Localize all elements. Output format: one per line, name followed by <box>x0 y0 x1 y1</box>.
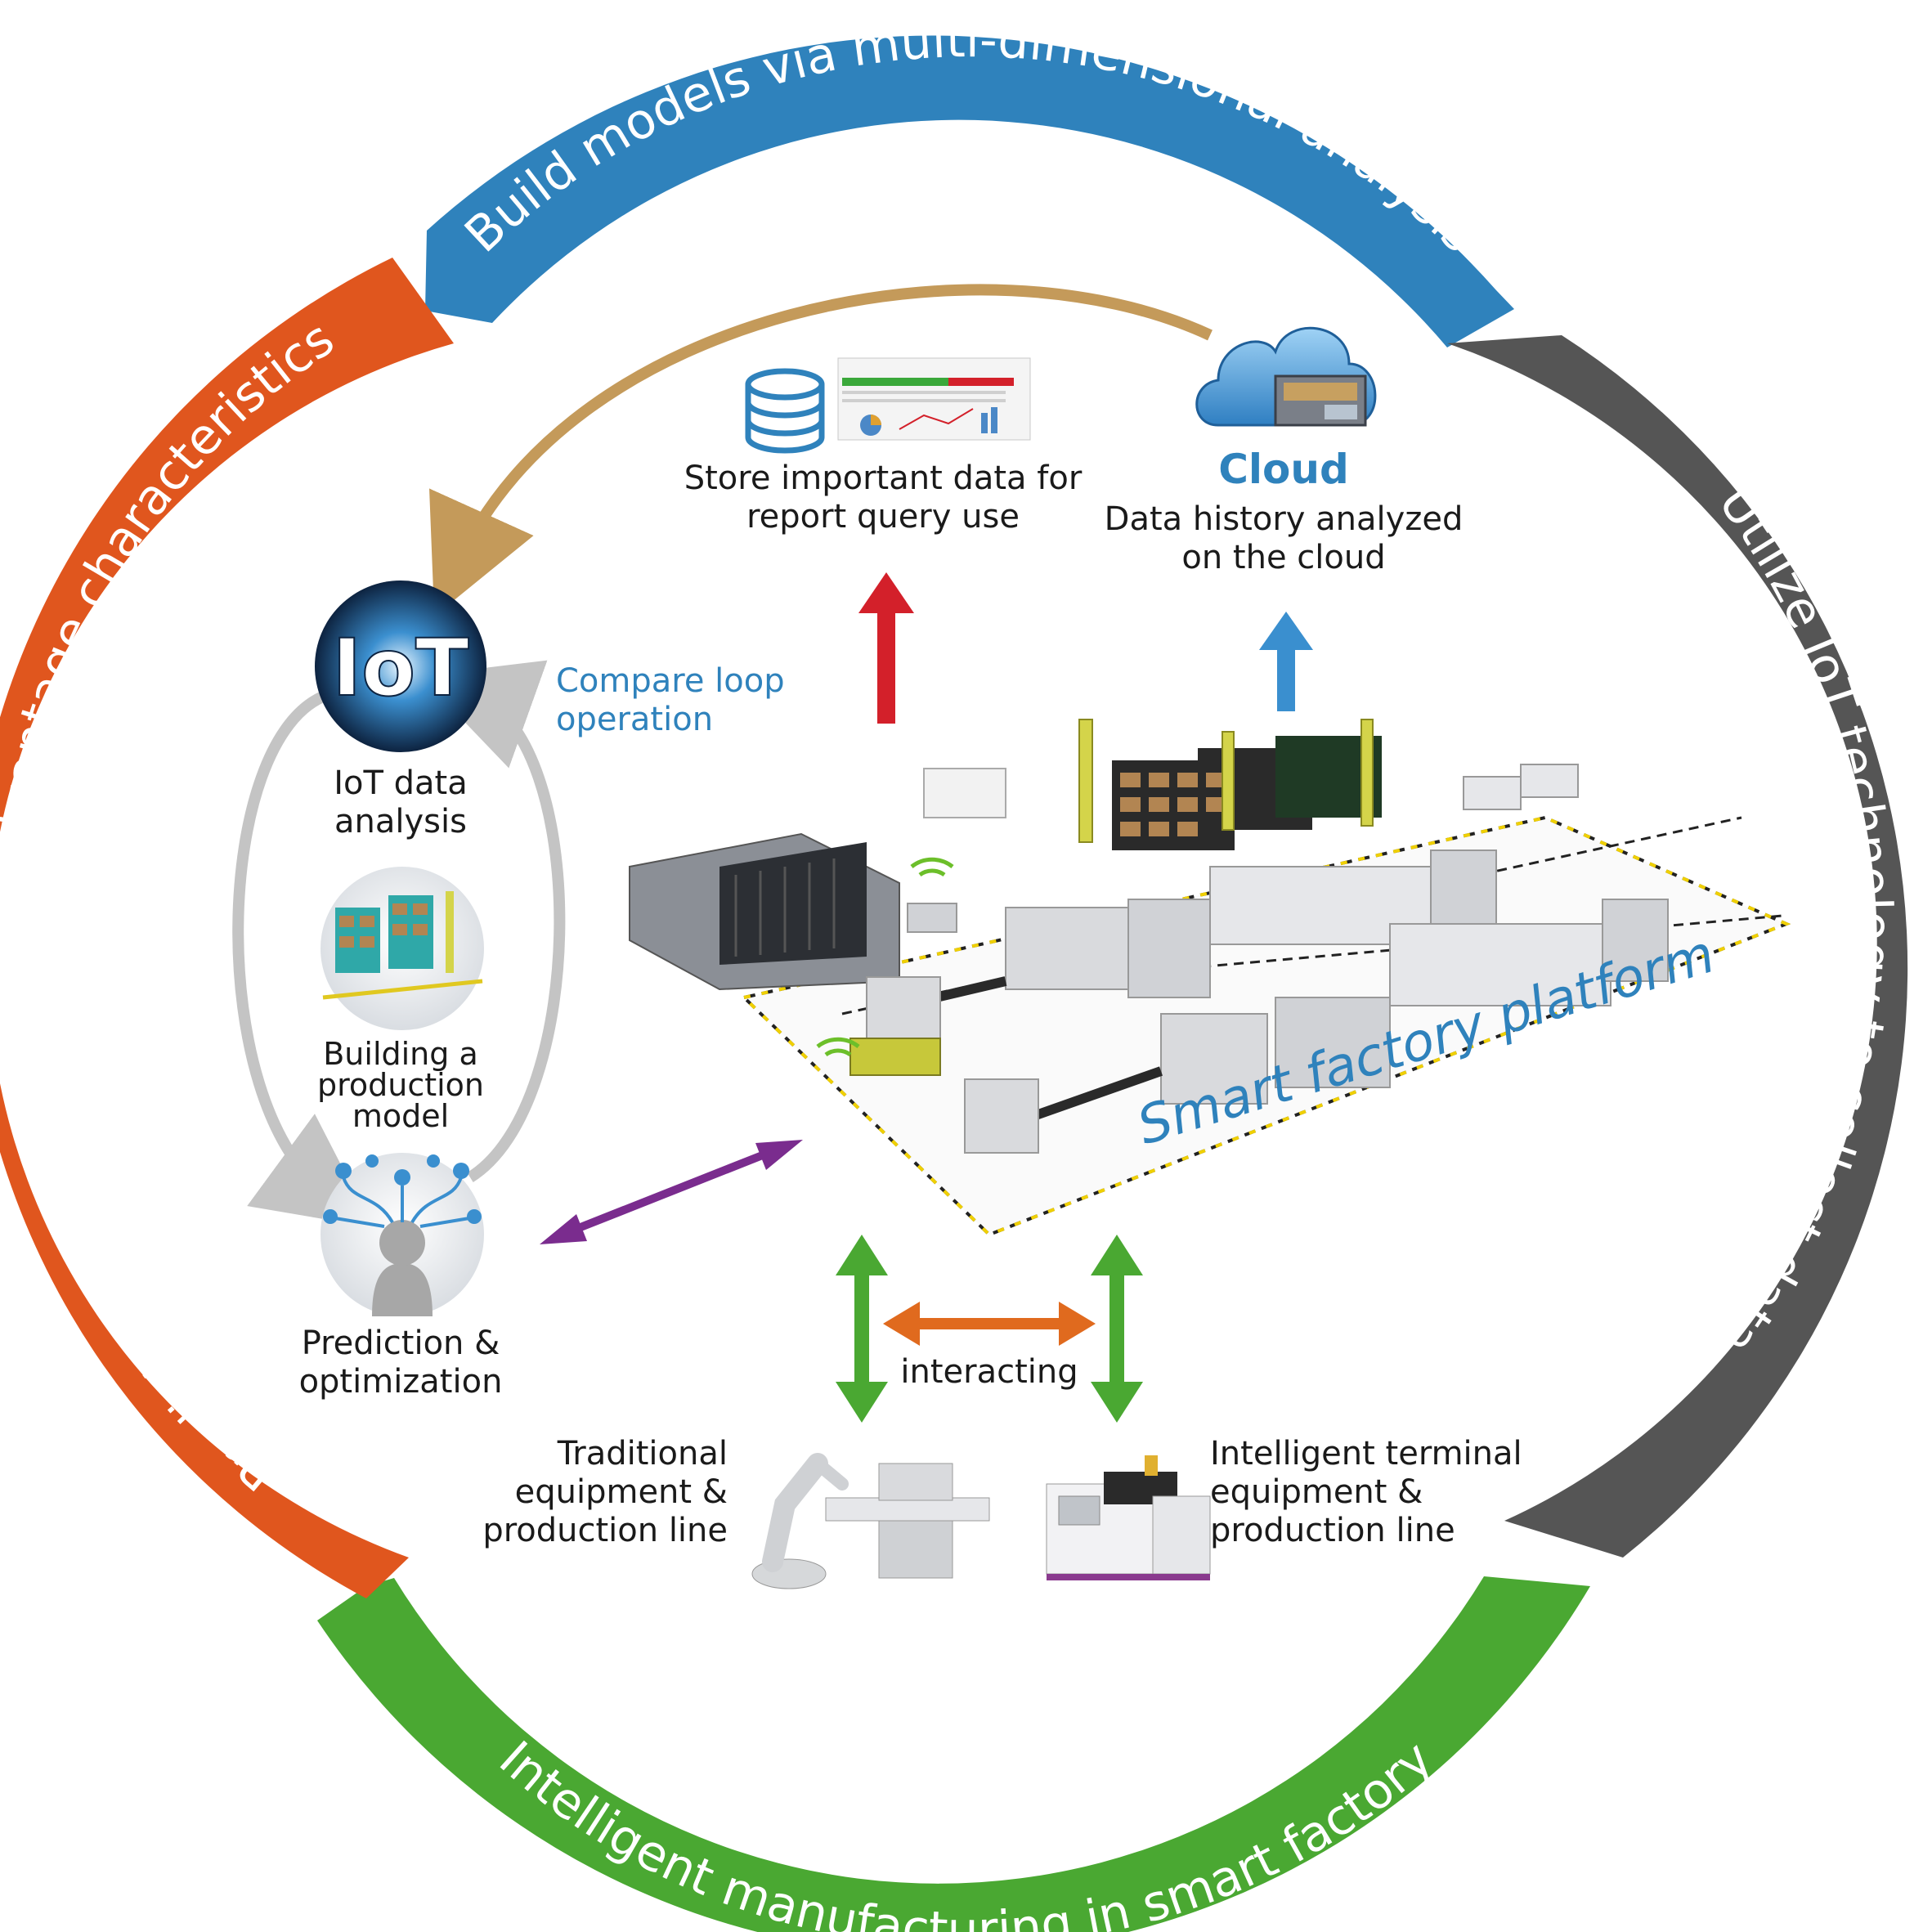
ring-segment-top <box>425 35 1514 347</box>
intelligent-equipment-image <box>1046 1455 1211 1580</box>
cloud-caption: Data history analyzed on the cloud <box>1104 500 1464 577</box>
iot-badge-text: IoT <box>332 622 468 714</box>
compare-loop <box>232 660 566 1228</box>
factory-machines <box>629 719 1669 1154</box>
traditional-equipment-image <box>751 1453 990 1589</box>
ring-segment-bottom <box>317 1576 1590 1932</box>
red-up-arrow <box>858 572 914 724</box>
blue-up-arrow <box>1259 612 1313 711</box>
orange-double-arrow <box>883 1302 1096 1346</box>
ring-text-left: Predict production and the advantage cha… <box>0 310 344 1501</box>
database-icon <box>745 368 825 454</box>
iot-data-analysis-label: IoT data analysis <box>334 764 468 841</box>
intelligent-equipment-label: Intelligent terminal equipment & product… <box>1210 1435 1522 1550</box>
prediction-label: Prediction & optimization <box>298 1325 503 1401</box>
interacting-label: interacting <box>900 1353 1078 1391</box>
warehouse-model-sphere <box>321 867 484 1030</box>
compare-loop-label: Compare loop operation <box>556 662 785 739</box>
production-model-label: Building a production model <box>316 1036 485 1134</box>
traditional-equipment-label: Traditional equipment & production line <box>482 1435 728 1550</box>
green-double-arrow-left <box>836 1235 888 1423</box>
report-screenshot <box>837 357 1031 441</box>
cloud-icon <box>1195 326 1377 427</box>
prediction-head-sphere <box>321 1153 484 1316</box>
storage-caption: Store important data for report query us… <box>684 459 1083 536</box>
purple-double-arrow <box>540 1140 803 1244</box>
green-double-arrow-right <box>1091 1235 1143 1423</box>
iot-globe: IoT <box>315 580 486 752</box>
gold-feedback-arrow <box>429 284 1213 616</box>
cloud-title: Cloud <box>1218 446 1349 493</box>
